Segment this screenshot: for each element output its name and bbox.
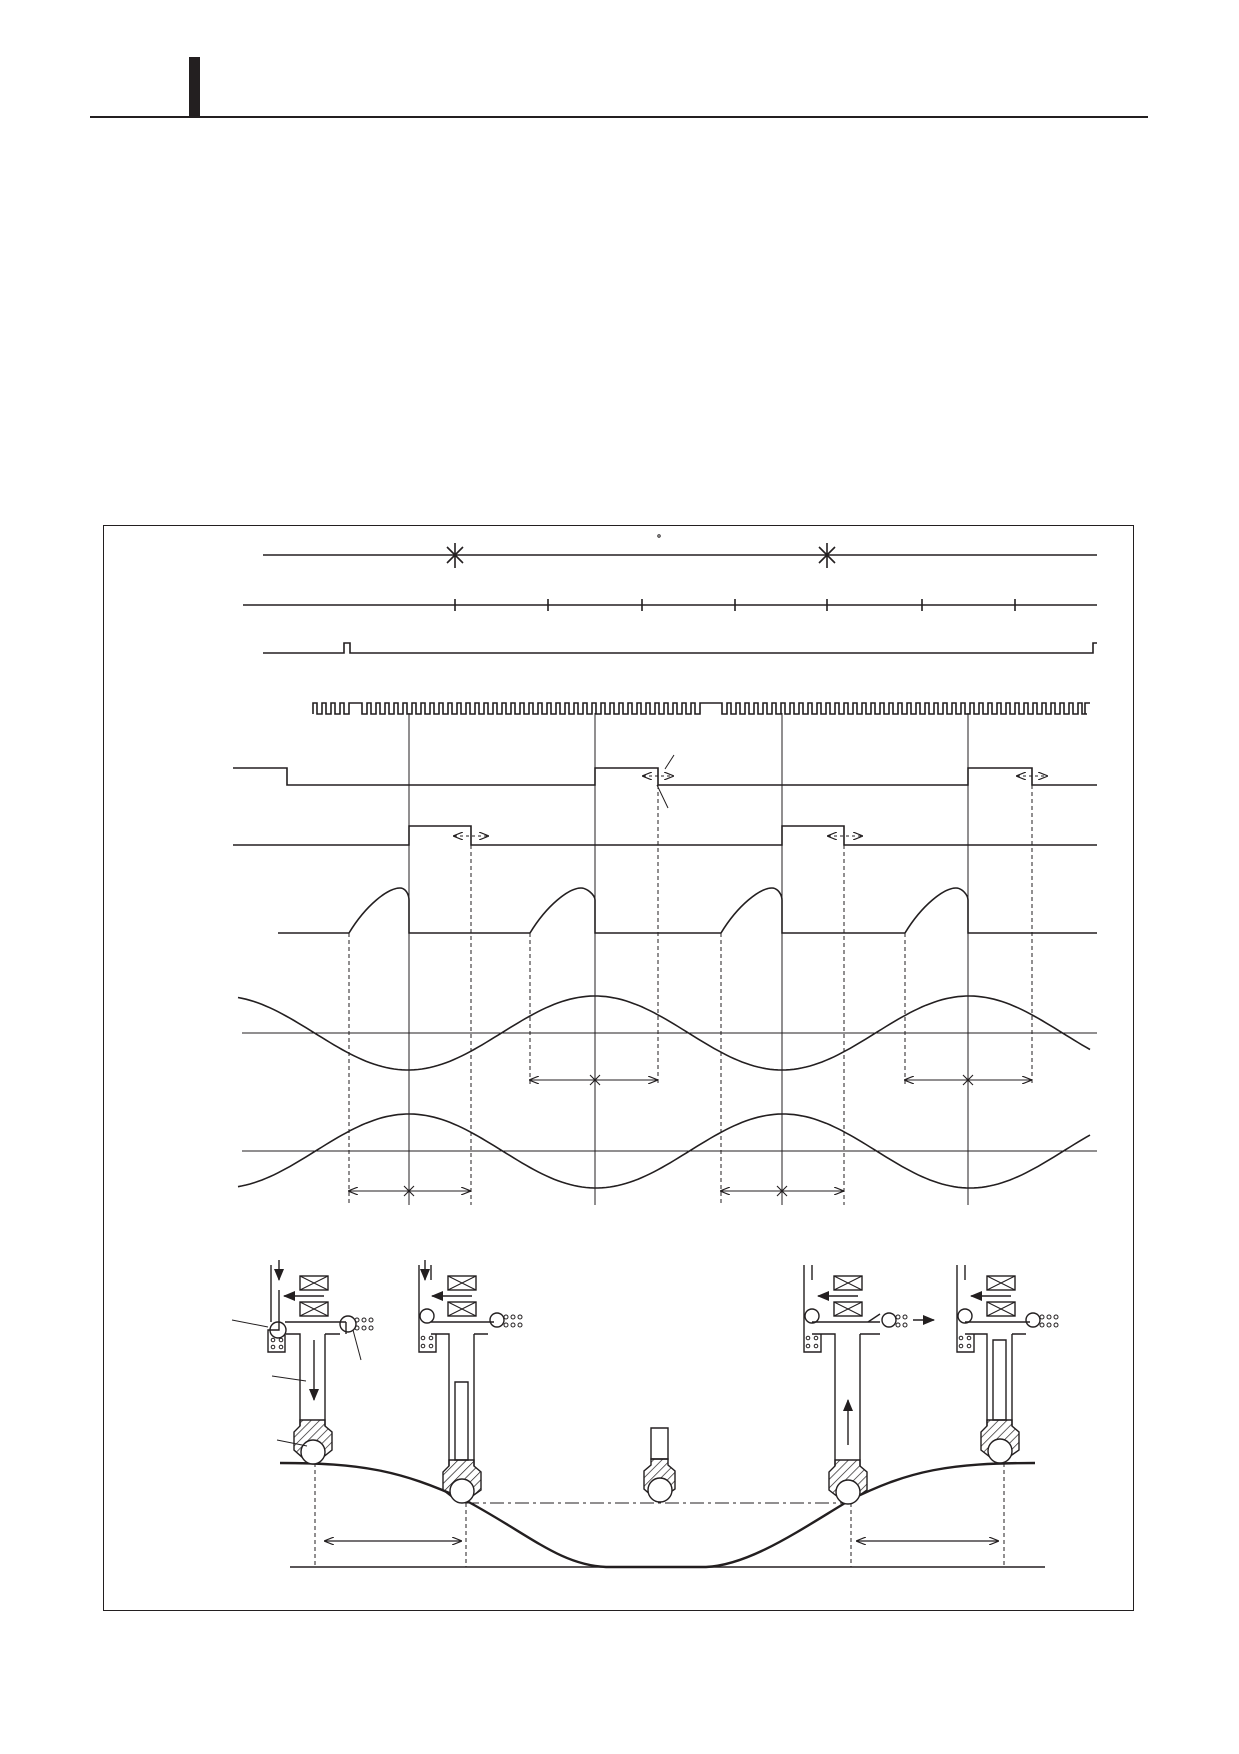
lifter-stage-2 [418,1260,523,1504]
figure-frame [103,525,1134,1611]
valve-drive-signal-b [233,825,1097,846]
lifter-stage-5 [956,1265,1059,1464]
lifter-mechanism-stages [231,1260,1059,1505]
valve-drive-signal-a [233,754,1097,809]
projection-lines [348,785,1033,1205]
reference-lines [408,713,969,1205]
valve-lift-wave-a [237,995,1097,1086]
header-rule [90,116,1148,118]
coil-current-a [278,887,1097,934]
cam-profile [279,1461,1045,1569]
lifter-stage-3 [643,1427,676,1503]
lifter-stage-4 [803,1265,935,1505]
valve-lift-wave-b [237,1113,1097,1197]
crank-mark-timeline [263,534,1097,568]
section-marker [189,57,200,117]
cam-reference-pulse [263,642,1097,654]
crank-angle-ticks [243,599,1097,611]
crank-position-pulse-train [312,702,1090,715]
lifter-stage-1 [231,1260,374,1465]
